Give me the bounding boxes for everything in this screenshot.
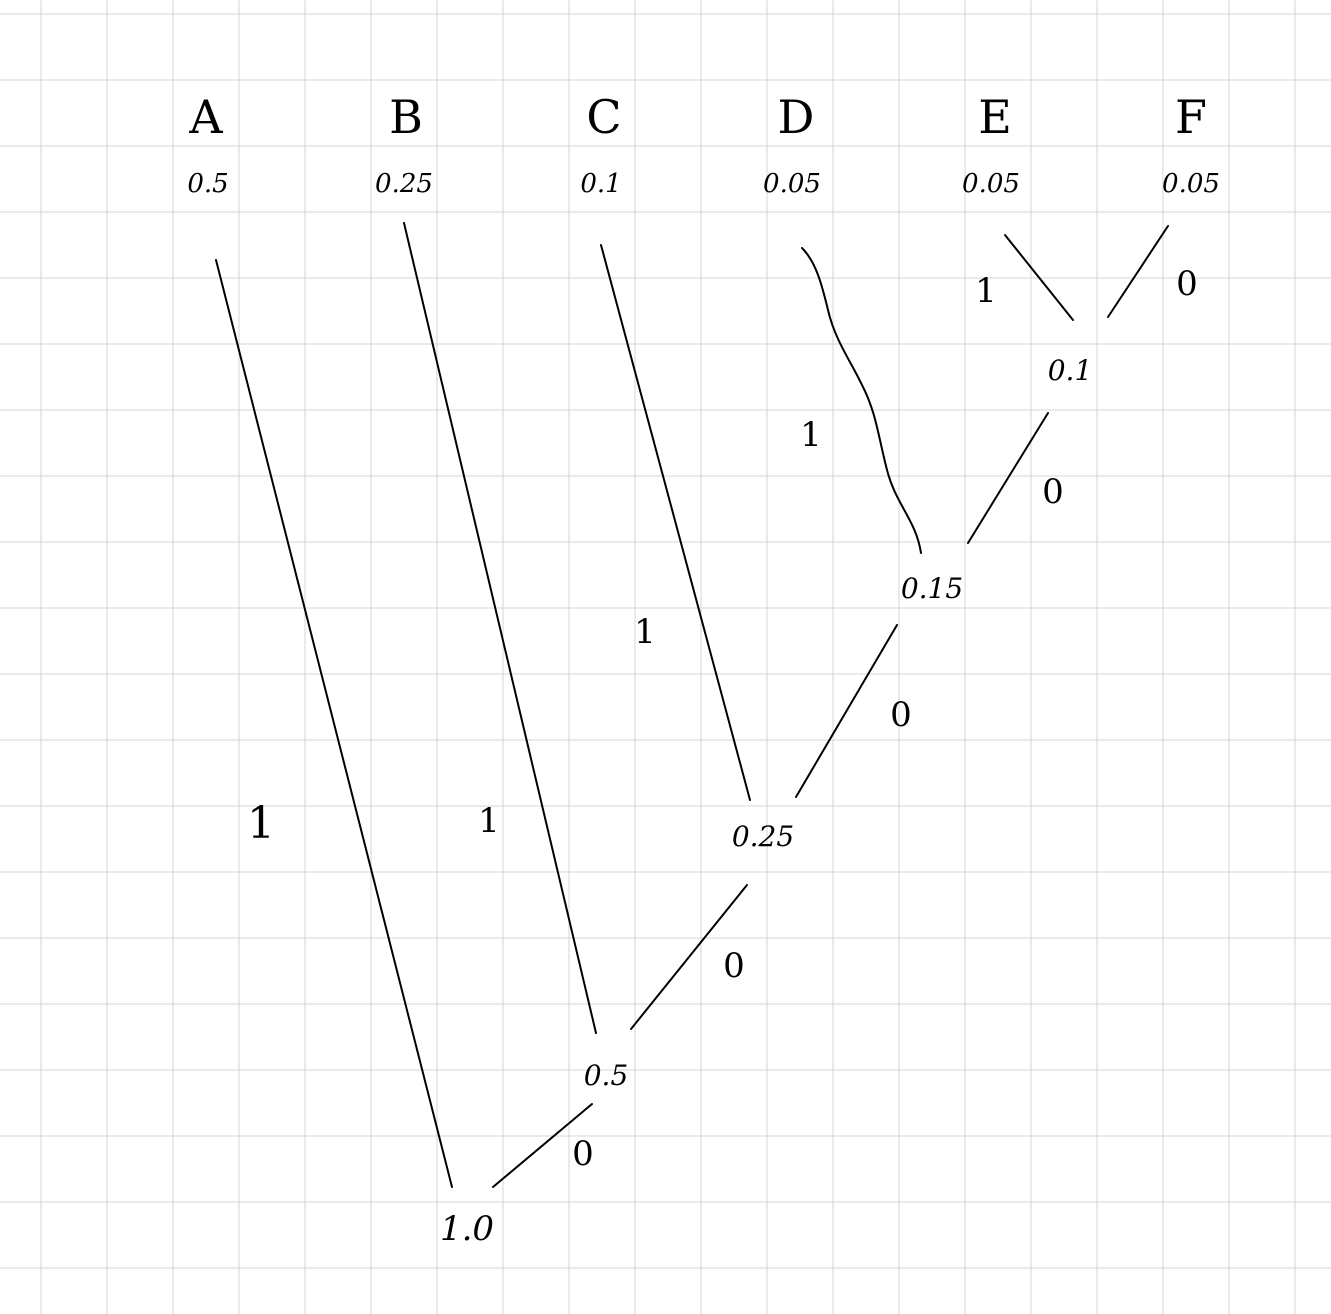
leaf-prob-D: 0.05 <box>763 169 821 199</box>
leaf-label-F: F <box>1175 90 1207 144</box>
node-value-0.15: 0.15 <box>901 572 963 605</box>
edge-F-node-0.1 <box>1107 225 1169 318</box>
edge-node-0.1-node-0.15 <box>967 412 1049 544</box>
bit-label-node-0.5: 0 <box>572 1134 594 1174</box>
bit-label-E: 1 <box>975 271 997 311</box>
leaf-prob-A: 0.5 <box>187 169 228 199</box>
edge-node-0.25-node-0.5 <box>630 884 748 1030</box>
edge-E-node-0.1 <box>1004 234 1074 321</box>
edge-C-node-0.25 <box>600 244 751 801</box>
bit-label-C: 1 <box>634 612 656 652</box>
node-value-0.1: 0.1 <box>1048 354 1093 387</box>
node-value-0.5: 0.5 <box>584 1059 629 1092</box>
edge-D-node-0.15 <box>801 247 922 554</box>
edge-A-root <box>215 259 453 1188</box>
leaf-prob-B: 0.25 <box>375 169 433 199</box>
edge-node-0.15-node-0.25 <box>795 624 898 798</box>
bit-label-F: 0 <box>1176 264 1198 304</box>
leaf-prob-F: 0.05 <box>1162 169 1220 199</box>
leaf-label-C: C <box>586 90 621 144</box>
leaf-prob-E: 0.05 <box>962 169 1020 199</box>
bit-label-node-0.15: 0 <box>890 695 912 735</box>
bit-label-D: 1 <box>800 415 822 455</box>
edge-node-0.5-root <box>492 1103 593 1188</box>
bit-label-A: 1 <box>247 798 275 849</box>
leaf-label-D: D <box>778 90 815 144</box>
leaf-label-E: E <box>978 90 1012 144</box>
leaf-label-B: B <box>389 90 423 144</box>
bit-label-node-0.1: 0 <box>1042 472 1064 512</box>
node-value-root: 1.0 <box>440 1209 494 1249</box>
bit-label-B: 1 <box>478 801 500 841</box>
edge-B-node-0.5 <box>403 222 597 1034</box>
node-value-0.25: 0.25 <box>732 820 794 853</box>
leaf-prob-C: 0.1 <box>580 169 621 199</box>
bit-label-node-0.25: 0 <box>723 946 745 986</box>
leaf-label-A: A <box>188 90 223 144</box>
